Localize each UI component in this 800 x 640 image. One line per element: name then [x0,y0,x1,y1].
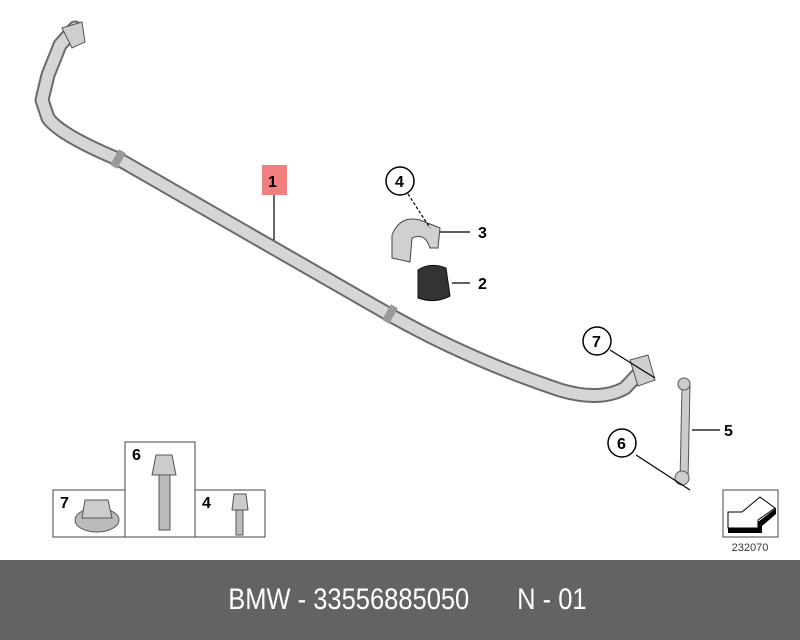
callout-3: 3 [478,225,487,242]
part-number-banner: BMW - 33556885050 N - 01 [0,560,800,640]
link-rod-part-5 [674,377,691,486]
svg-text:4: 4 [202,495,211,512]
part-number-text: BMW - 33556885050 [228,583,470,616]
variant-text: N - 01 [517,583,587,616]
svg-text:6: 6 [132,447,141,464]
callout-5: 5 [724,423,733,440]
callout-1: 1 [268,174,277,191]
leader-lines [273,193,720,491]
rubber-mount-part-2 [417,264,451,302]
svg-text:7: 7 [60,495,69,512]
hardware-box-bolt-4: 4 [194,489,266,538]
figure-orientation-icon [722,489,779,538]
callout-1-highlight [262,165,287,195]
callout-7: 7 [592,334,601,351]
callout-6: 6 [617,436,626,453]
stabilizer-bar [34,20,656,404]
hardware-box-bolt-6: 6 [124,441,196,538]
hardware-box-nut: 7 [52,489,126,538]
figure-number: 232070 [732,542,769,554]
bracket-part-3 [391,218,441,263]
callout-2: 2 [478,276,487,293]
parts-diagram: 1 4 3 2 7 5 6 7 6 4 232070 [34,20,779,554]
callout-4-circle [385,166,415,196]
callout-6-circle [607,428,637,458]
callout-4: 4 [395,174,404,191]
callout-7-circle [582,326,612,356]
